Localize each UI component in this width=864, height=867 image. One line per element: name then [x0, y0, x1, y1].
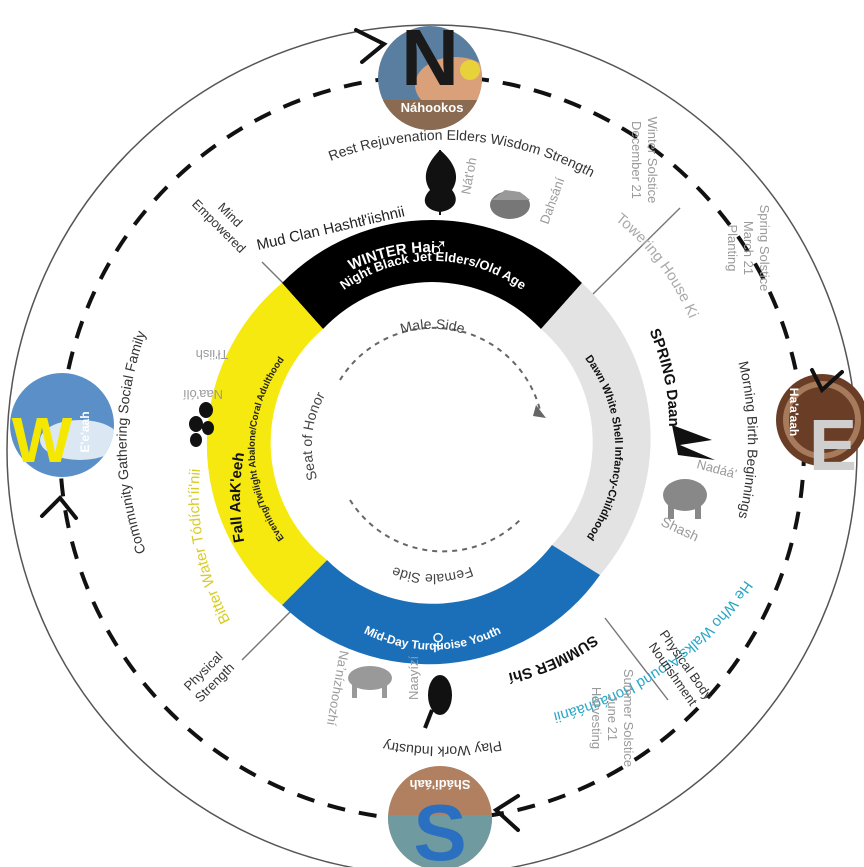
path-arrowheads — [40, 28, 844, 832]
east-plant-label: Nadáá' — [695, 456, 738, 481]
south-plant-label: Naayízí — [406, 656, 421, 700]
summer-segment — [282, 545, 600, 665]
west-letter: W — [12, 404, 73, 476]
winter-segment — [282, 219, 582, 329]
north-medallion: N Náhookos — [378, 13, 482, 130]
north-animal-icon — [490, 190, 530, 219]
south-name: Shádi'áah — [409, 777, 470, 792]
north-name: Náhookos — [401, 100, 464, 115]
svg-text:Harvesting: Harvesting — [589, 687, 604, 749]
svg-text:Summer Solstice: Summer Solstice — [621, 669, 636, 767]
svg-text:June 21: June 21 — [605, 695, 620, 741]
west-medallion: W E'e'aah — [10, 373, 114, 477]
east-medallion: E Ha'a'aah — [776, 374, 864, 486]
male-symbol-icon: ♂ — [427, 232, 450, 265]
spring-segment — [541, 283, 651, 575]
season-title-spring: SPRING Daan — [646, 326, 682, 427]
north-letter: N — [401, 13, 459, 102]
quadrant-dividers — [241, 207, 681, 701]
west-name: E'e'aah — [78, 411, 92, 452]
female-side-label: Female Side — [389, 564, 475, 588]
east-plant-icon — [672, 425, 715, 460]
east-name: Ha'a'aah — [787, 388, 801, 436]
male-arrow-head — [533, 405, 546, 418]
fall-segment — [206, 283, 327, 605]
south-letter: S — [413, 788, 466, 867]
svg-text:Spring Solstice: Spring Solstice — [757, 205, 772, 292]
inner-circle — [314, 330, 550, 566]
south-animal-label: Naʼnízhoozhí — [324, 649, 352, 727]
female-symbol-icon: ♀ — [425, 622, 451, 660]
arrowhead-north — [354, 28, 388, 64]
arrowhead-east — [810, 368, 844, 394]
west-animal-label: Tł'iish — [196, 347, 229, 362]
svg-text:Planting: Planting — [725, 225, 740, 272]
season-title-fall: Fall AaK'eeh — [227, 451, 248, 544]
west-animal-icon — [189, 402, 214, 447]
male-side-label: Male Side — [398, 316, 467, 337]
south-medallion: S Shádi'áah — [388, 766, 492, 867]
summer-solstice-label: Summer Solstice June 21 Harvesting — [589, 669, 636, 767]
south-animal-icon — [348, 666, 392, 698]
svg-text:March 21: March 21 — [741, 221, 756, 275]
svg-text:Winter Solstice: Winter Solstice — [645, 117, 660, 204]
spring-values: Morning Birth Beginnings — [735, 359, 760, 520]
season-ring — [206, 219, 651, 665]
arrowhead-south — [492, 794, 520, 832]
winter-solstice-label: Winter Solstice December 21 — [629, 117, 660, 204]
east-letter: E — [809, 406, 857, 486]
fall-values: Community Gathering Social Family — [113, 329, 148, 557]
svg-text:December 21: December 21 — [629, 121, 644, 199]
physical-strength-label: Physical Strength — [181, 649, 237, 705]
mind-label: Mind Empowered — [189, 196, 249, 256]
outer-circle — [6, 24, 858, 867]
summer-values: Play Work Industry — [382, 738, 503, 760]
north-plant-label: Nát'oh — [458, 156, 479, 195]
south-plant-icon — [423, 675, 452, 729]
north-animal-label: Dahsání — [537, 175, 568, 226]
west-plant-label: Naa'ólí — [183, 387, 223, 402]
arrowhead-west — [40, 495, 78, 520]
spring-solstice-label: Spring Solstice March 21 Planting — [725, 205, 772, 292]
east-animal-icon — [663, 479, 707, 519]
north-plant-icon — [424, 150, 457, 215]
